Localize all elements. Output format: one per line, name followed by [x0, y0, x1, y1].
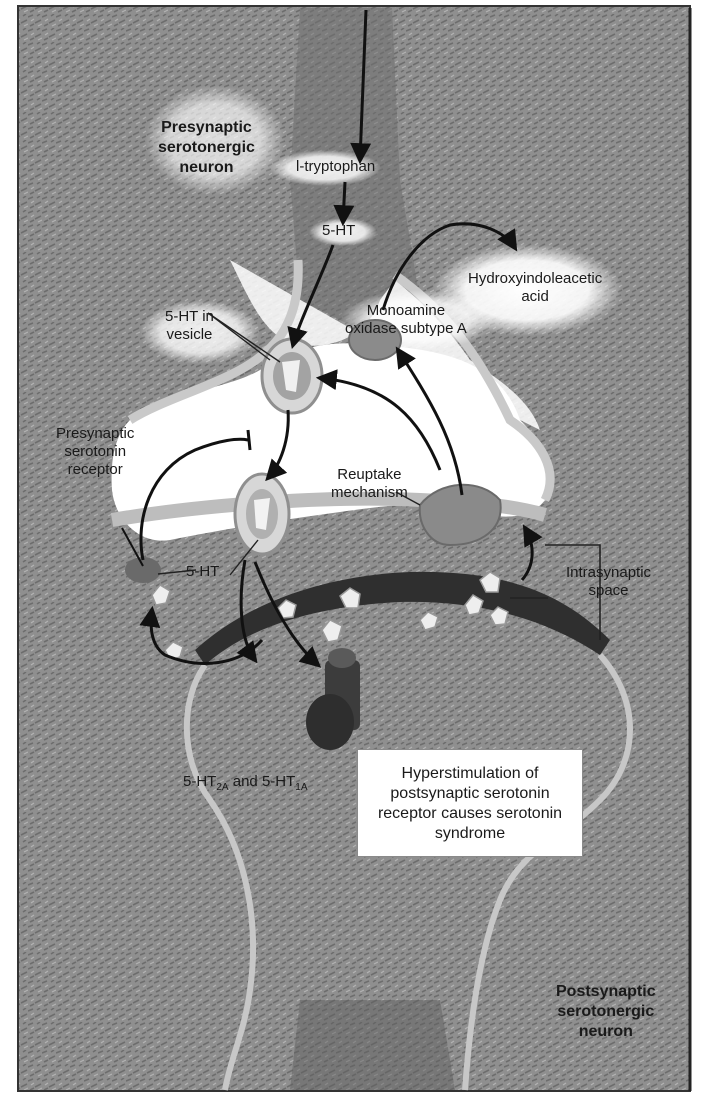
five-ht-left-label: 5-HT — [186, 563, 219, 581]
mao-line-1: Monoamine — [345, 302, 467, 320]
reuptake-line-1: Reuptake — [331, 466, 408, 484]
postsynaptic-line-2: serotonergic — [556, 1002, 656, 1022]
receptor-type-mid: and 5-HT — [229, 773, 296, 790]
reuptake-line-2: mechanism — [331, 484, 408, 502]
mao-line-2: oxidase subtype A — [345, 320, 467, 338]
presynaptic-line-1: Presynaptic — [158, 118, 255, 138]
vesicle-line-2: vesicle — [165, 326, 214, 344]
hydroxy-line-2: acid — [468, 288, 602, 306]
receptor-type-a: 5-HT — [183, 773, 216, 790]
presynaptic-line-2: serotonergic — [158, 138, 255, 158]
monoamine-oxidase-label: Monoamine oxidase subtype A — [345, 302, 467, 338]
vesicle-lower — [235, 474, 289, 554]
callout-line-1: Hyperstimulation of — [366, 764, 574, 784]
l-tryptophan-label: l-tryptophan — [296, 158, 375, 176]
callout-line-4: syndrome — [366, 824, 574, 844]
postsynaptic-line-3: neuron — [556, 1022, 656, 1042]
vesicle-line-1: 5-HT in — [165, 308, 214, 326]
reuptake-label: Reuptake mechanism — [331, 466, 408, 502]
postsynaptic-neuron-label: Postsynaptic serotonergic neuron — [556, 982, 656, 1042]
receptor-type-b-sub: 1A — [295, 782, 307, 793]
receptor-type-a-sub: 2A — [216, 782, 228, 793]
hydroxy-line-1: Hydroxyindoleacetic — [468, 270, 602, 288]
five-ht-top-label: 5-HT — [322, 222, 355, 240]
callout-line-2: postsynaptic serotonin — [366, 784, 574, 804]
intrasynaptic-line-1: Intrasynaptic — [566, 564, 651, 582]
receptor-line-1: Presynaptic — [56, 425, 134, 443]
presynaptic-line-3: neuron — [158, 158, 255, 178]
presynaptic-neuron-label: Presynaptic serotonergic neuron — [158, 118, 255, 178]
callout-box: Hyperstimulation of postsynaptic seroton… — [357, 749, 583, 857]
vesicle-upper — [262, 339, 322, 413]
receptor-line-2: serotonin — [56, 443, 134, 461]
vesicle-label: 5-HT in vesicle — [165, 308, 214, 344]
receptor-types-label: 5-HT2A and 5-HT1A — [183, 773, 308, 797]
presynaptic-receptor-label: Presynaptic serotonin receptor — [56, 425, 134, 479]
callout-line-3: receptor causes serotonin — [366, 804, 574, 824]
postsynaptic-line-1: Postsynaptic — [556, 982, 656, 1002]
hydroxyindoleacetic-label: Hydroxyindoleacetic acid — [468, 270, 602, 306]
receptor-line-3: receptor — [56, 461, 134, 479]
intrasynaptic-line-2: space — [566, 582, 651, 600]
intrasynaptic-label: Intrasynaptic space — [566, 564, 651, 600]
presynaptic-receptor-shape — [125, 557, 161, 583]
